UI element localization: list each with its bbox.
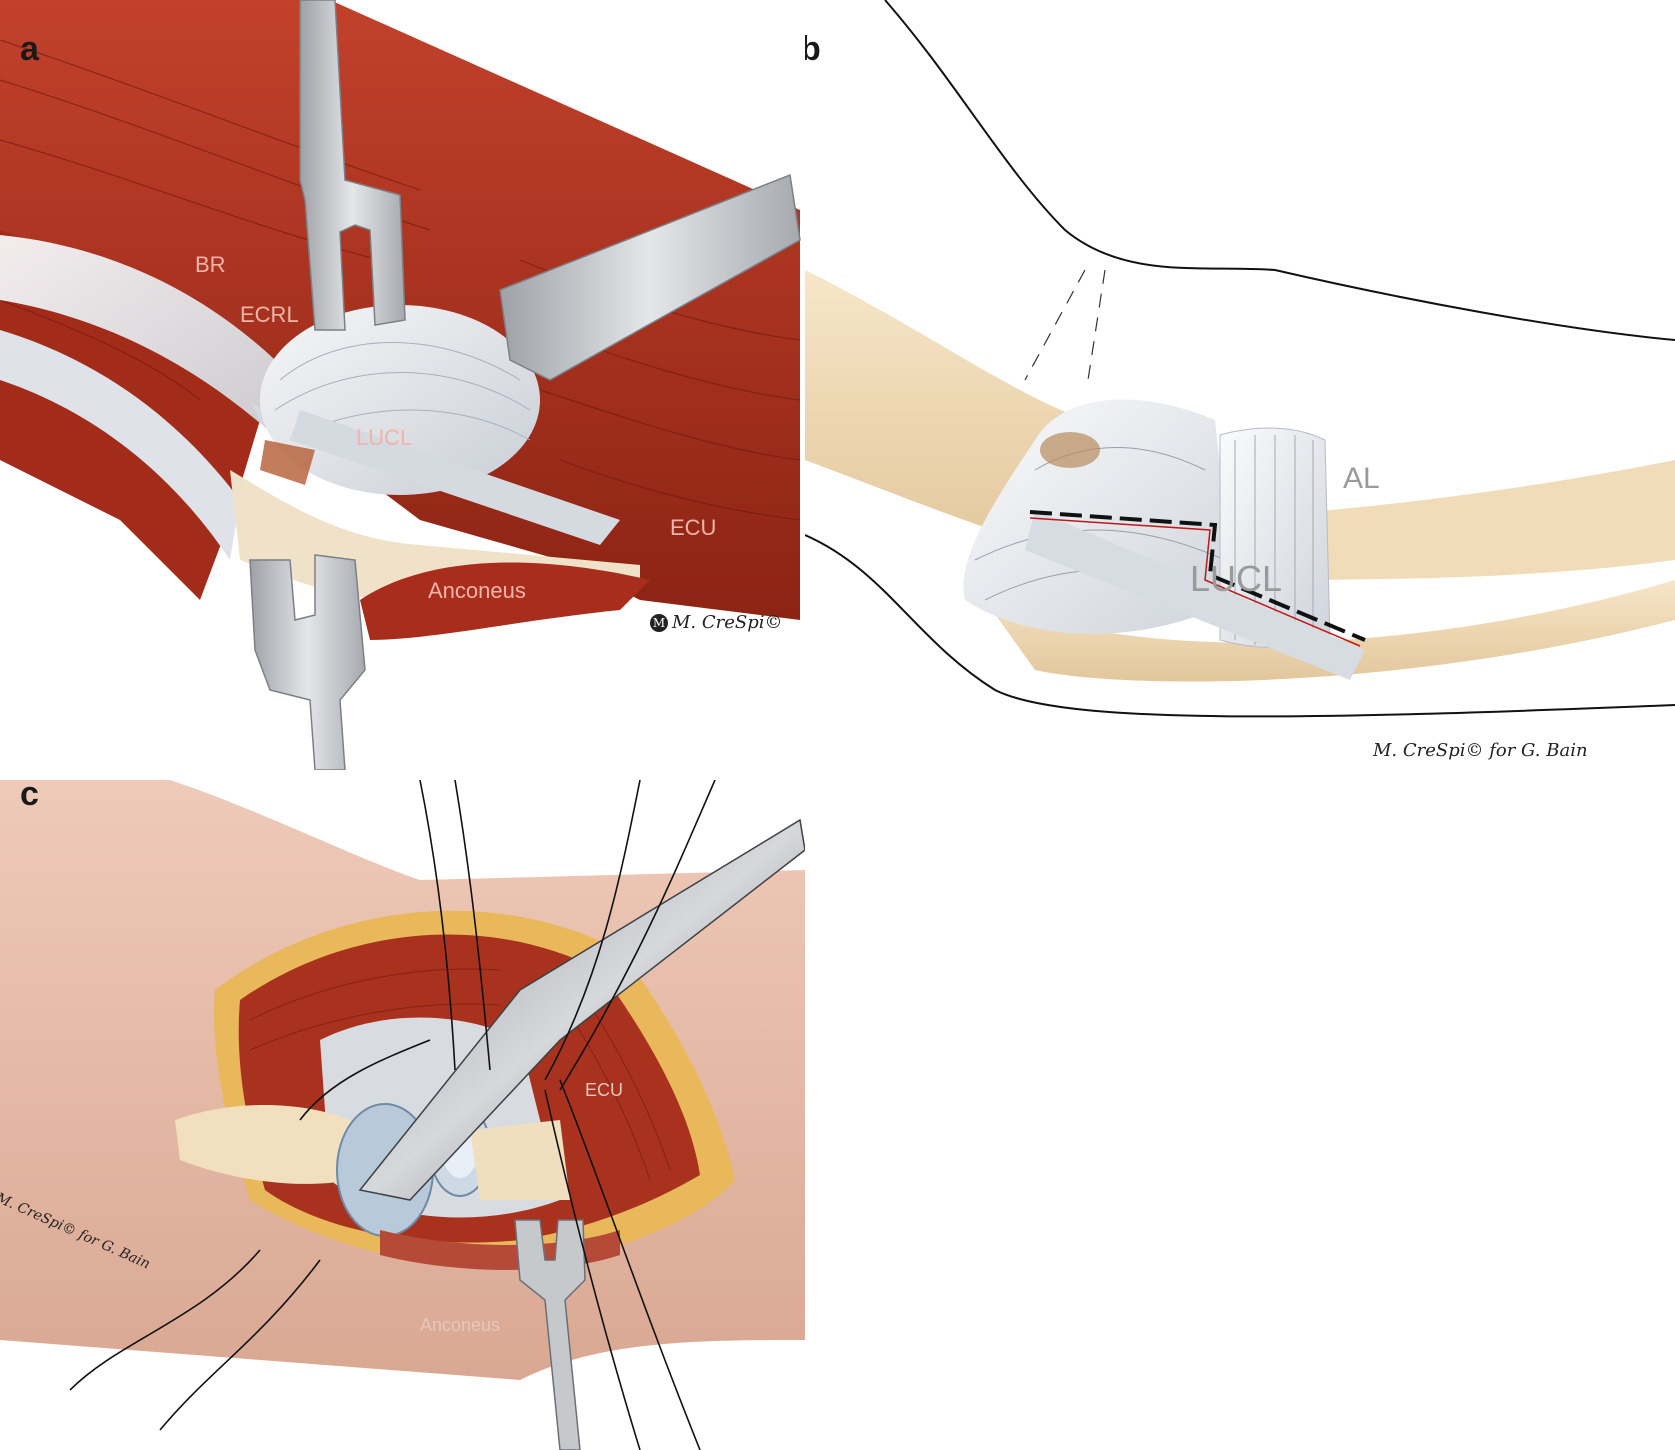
panel-b-credit: M. CreSpi© for G. Bain — [1373, 740, 1588, 761]
suture-8 — [544, 1089, 641, 1450]
suture-9 — [299, 1039, 431, 1121]
label-ecu-c: ECU — [585, 1080, 624, 1100]
anconeus-muscle — [360, 562, 650, 640]
suture-1 — [419, 780, 456, 1071]
suture-7 — [559, 1079, 701, 1450]
tendon-band — [0, 235, 330, 460]
panel-c-illustration: c ECU Anconeus M. CreSpi© for G. Bain — [0, 780, 805, 1450]
panel-a-drawing — [0, 0, 801, 770]
lucl-band — [290, 410, 620, 545]
bone-footprint — [260, 440, 315, 485]
incision-red-line — [1029, 517, 1361, 647]
panel-b-drawing — [805, 0, 1675, 718]
skin-mark-2 — [1087, 269, 1106, 381]
limb-outline-lower — [805, 534, 1675, 718]
blade-retractor — [499, 173, 801, 381]
label-lucl: LUCL — [356, 425, 413, 450]
lucl-band-b — [1025, 510, 1365, 680]
crespi-logo-icon: M — [650, 614, 668, 632]
distal-humerus — [175, 1105, 350, 1184]
ulna-bone — [985, 580, 1675, 682]
label-lucl-b: LUCL — [1190, 558, 1283, 599]
label-anconeus: Anconeus — [428, 578, 526, 603]
upper-retractor — [299, 0, 406, 331]
label-ecu: ECU — [670, 515, 717, 540]
suture-6 — [159, 1259, 321, 1431]
label-anconeus-c: Anconeus — [420, 1315, 501, 1335]
panel-a-credit-text: M. CreSpi© — [672, 612, 783, 633]
lower-retractor — [249, 554, 366, 770]
suture-5 — [69, 1249, 261, 1391]
suture-3 — [544, 780, 641, 1081]
suture-4 — [559, 780, 716, 1091]
panel-b-letter: b — [805, 30, 821, 68]
panel-b-illustration: b AL LUCL M. CreSpi© for G. Bain — [805, 0, 1675, 780]
panel-c-letter: c — [20, 780, 39, 813]
panel-a-letter: a — [20, 30, 39, 68]
malleable-retractor — [358, 818, 805, 1201]
tendon-band-lower — [0, 330, 240, 560]
radius-shaft — [470, 1120, 570, 1200]
label-al: AL — [1343, 462, 1380, 495]
label-ecrl: ECRL — [240, 302, 299, 327]
small-fork-retractor — [514, 1219, 586, 1450]
incision-dashed-line — [1029, 510, 1366, 642]
skin-mark — [1024, 269, 1086, 381]
limb-outline-upper — [884, 0, 1675, 341]
suture-2 — [454, 780, 491, 1071]
label-br: BR — [195, 252, 226, 277]
radial-notch-shadow — [1040, 432, 1100, 468]
sutures — [69, 780, 716, 1450]
panel-c-drawing — [0, 780, 805, 1450]
